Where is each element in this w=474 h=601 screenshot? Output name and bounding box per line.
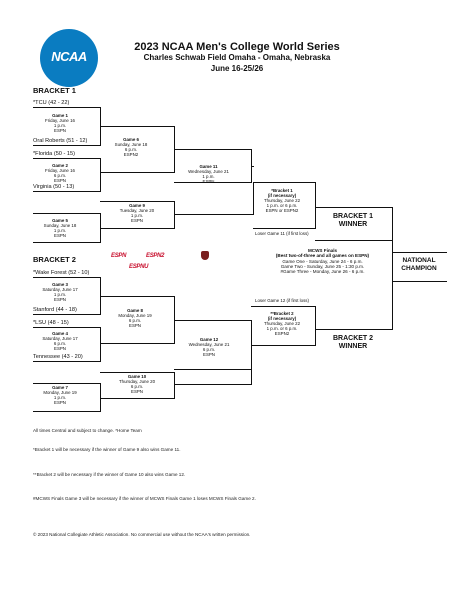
bracket2-loser-note: Loser Game 12 (if first loss) (255, 298, 309, 303)
team-virginia: Virginia (50 - 13) (33, 184, 75, 190)
bracket2-title: BRACKET 2 (33, 255, 76, 264)
tournament-trophy-icon (201, 251, 209, 260)
ncaa-logo-text: NCAA (51, 49, 87, 64)
dates-subtitle: June 16-25/26 (210, 64, 264, 73)
team-tennessee: Tennessee (43 - 20) (33, 354, 83, 360)
bracket2-if-necessary-game: **Bracket 2(if necessary)Thursday, June … (263, 311, 301, 336)
team-oral-roberts: Oral Roberts (51 - 12) (33, 138, 88, 144)
bracket1-title: BRACKET 1 (33, 86, 76, 95)
footnote-bracket2: **Bracket 2 will be necessary if the win… (33, 472, 186, 477)
footnote-bracket1: *Bracket 1 will be necessary if the winn… (33, 447, 181, 452)
espn-logo: ESPN (111, 253, 127, 259)
espnu-logo: ESPNU (129, 264, 149, 270)
team-lsu: *LSU (48 - 15) (33, 320, 69, 326)
page-title: 2023 NCAA Men's College World Series (134, 41, 340, 53)
mcws-finals: MCWS Finals (Best two-of-three and all g… (275, 248, 370, 275)
team-tcu: *TCU (42 - 22) (33, 100, 70, 106)
bracket1-if-necessary-game: *Bracket 1(if necessary)Thursday, June 2… (263, 188, 301, 213)
footnote-finals-game3: #MCWS Finals Game 3 will be necessary if… (33, 496, 256, 501)
espn2-logo: ESPN2 (146, 253, 165, 259)
team-florida: *Florida (50 - 15) (33, 151, 75, 157)
team-stanford: Stanford (44 - 18) (33, 307, 77, 313)
team-wake-forest: *Wake Forest (52 - 10) (33, 270, 90, 276)
copyright: © 2023 National Collegiate Athletic Asso… (33, 532, 251, 537)
ncaa-logo: NCAA (40, 29, 98, 87)
venue-subtitle: Charles Schwab Field Omaha - Omaha, Nebr… (143, 53, 331, 62)
footnote-times: All times Central and subject to change.… (33, 428, 142, 433)
bracket1-loser-note: Loser Game 11 (if first loss) (255, 231, 309, 236)
